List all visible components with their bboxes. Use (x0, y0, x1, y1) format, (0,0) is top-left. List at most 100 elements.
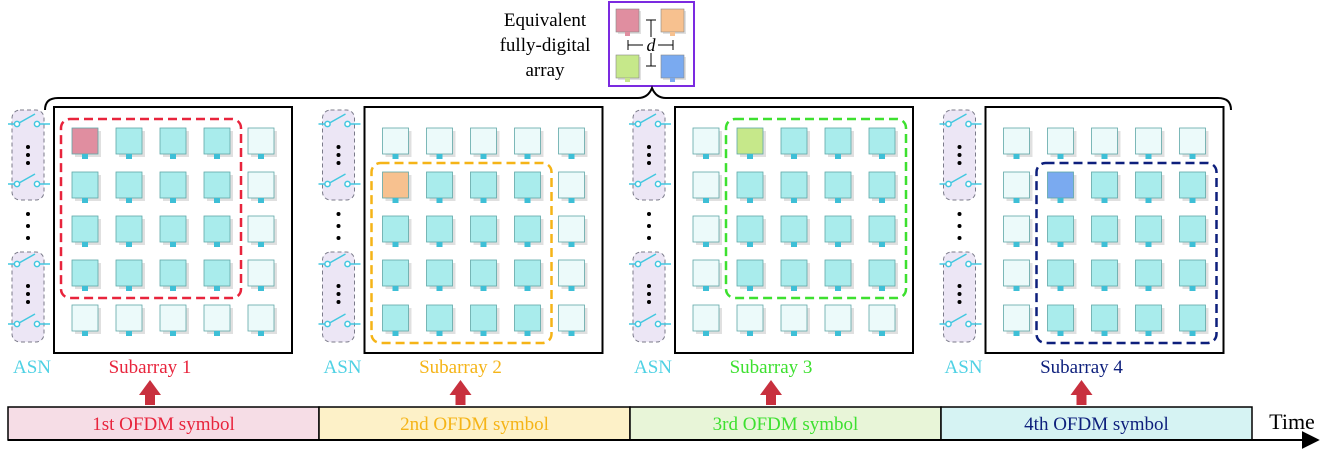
element-patch (1047, 171, 1074, 199)
element-feed (126, 154, 132, 159)
switch-blade (329, 253, 346, 264)
active-element (470, 215, 500, 247)
element-patch (159, 127, 187, 155)
element-patch (470, 304, 497, 332)
inactive-element (247, 127, 277, 159)
element-patch (426, 304, 453, 332)
element-patch (115, 171, 143, 199)
lead-element (382, 171, 412, 203)
element-patch (159, 215, 187, 243)
element-patch (780, 259, 808, 287)
active-element (736, 171, 766, 203)
inactive-element (115, 304, 145, 336)
active-element (736, 215, 766, 247)
active-element (426, 304, 456, 336)
inactive-element (736, 304, 766, 336)
element-patch (736, 127, 764, 155)
ellipsis-dots (26, 145, 30, 165)
ellipsis-dots (336, 284, 341, 304)
element-patch (1179, 304, 1206, 332)
asn-label: ASN (944, 357, 982, 378)
switch-blade (18, 173, 36, 184)
element-feed (436, 331, 443, 336)
element-patch (558, 127, 585, 155)
active-element (1179, 215, 1209, 247)
inactive-element (1003, 215, 1033, 247)
element-feed (170, 331, 176, 336)
element-feed (1013, 242, 1020, 247)
ellipsis-dots (336, 212, 341, 240)
element-feed (568, 242, 575, 247)
dot (647, 224, 651, 228)
element-patch (470, 171, 497, 199)
element-patch (780, 127, 808, 155)
active-element (1135, 259, 1165, 291)
asn-group: ASN (629, 109, 672, 378)
inactive-element (382, 127, 412, 159)
element-feed (747, 242, 753, 247)
equivalent-element-3 (615, 54, 640, 79)
dot (26, 145, 30, 149)
active-element (1091, 171, 1121, 203)
dot (26, 292, 30, 296)
element-feed (670, 78, 675, 82)
element-feed (1101, 286, 1108, 291)
active-element (71, 171, 101, 203)
element-feed (1101, 154, 1108, 159)
element-patch (382, 171, 409, 199)
element-patch (247, 259, 275, 287)
subarray-outline (724, 117, 908, 300)
inactive-element (247, 171, 277, 203)
equivalent-element-2 (660, 8, 685, 33)
active-element (514, 171, 544, 203)
element-patch (514, 127, 541, 155)
element-patch (203, 259, 231, 287)
element-feed (625, 32, 630, 36)
active-element (1047, 259, 1077, 291)
switch-blade (950, 173, 967, 184)
symbol-arrow-icon (1070, 380, 1093, 405)
dot (336, 292, 341, 296)
active-element (203, 215, 233, 247)
switch-icon (939, 313, 982, 328)
active-element (470, 304, 500, 336)
element-feed (258, 198, 264, 203)
equivalent-element-1 (615, 8, 640, 33)
element-feed (1101, 198, 1108, 203)
element-patch (1135, 215, 1162, 243)
element-feed (214, 242, 220, 247)
switch-contact (33, 120, 41, 128)
dot (957, 224, 962, 228)
element-patch (203, 304, 231, 332)
inactive-element (692, 171, 722, 203)
switch-icon (939, 253, 982, 268)
element-feed (703, 331, 709, 336)
element-patch (159, 259, 187, 287)
element-feed (392, 198, 399, 203)
element-patch (203, 171, 231, 199)
element-feed (524, 286, 531, 291)
element-feed (480, 154, 487, 159)
switch-contact (33, 320, 41, 328)
active-element (1179, 171, 1209, 203)
inactive-element (1135, 127, 1165, 159)
element-feed (524, 154, 531, 159)
element-feed (480, 242, 487, 247)
dot (647, 153, 651, 157)
element-feed (480, 331, 487, 336)
element-feed (703, 286, 709, 291)
element-patch (558, 259, 585, 287)
switch-contact (965, 120, 972, 128)
ellipsis-dots (957, 145, 962, 165)
ellipsis-dots (647, 284, 651, 304)
element-feed (568, 198, 575, 203)
element-feed (747, 286, 753, 291)
active-element (1135, 171, 1165, 203)
element-feed (258, 286, 264, 291)
symbol-label: 3rd OFDM symbol (713, 414, 859, 435)
inactive-element (247, 304, 277, 336)
element-feed (568, 286, 575, 291)
element-patch (824, 127, 852, 155)
element-patch (426, 215, 453, 243)
element-patch (736, 259, 764, 287)
